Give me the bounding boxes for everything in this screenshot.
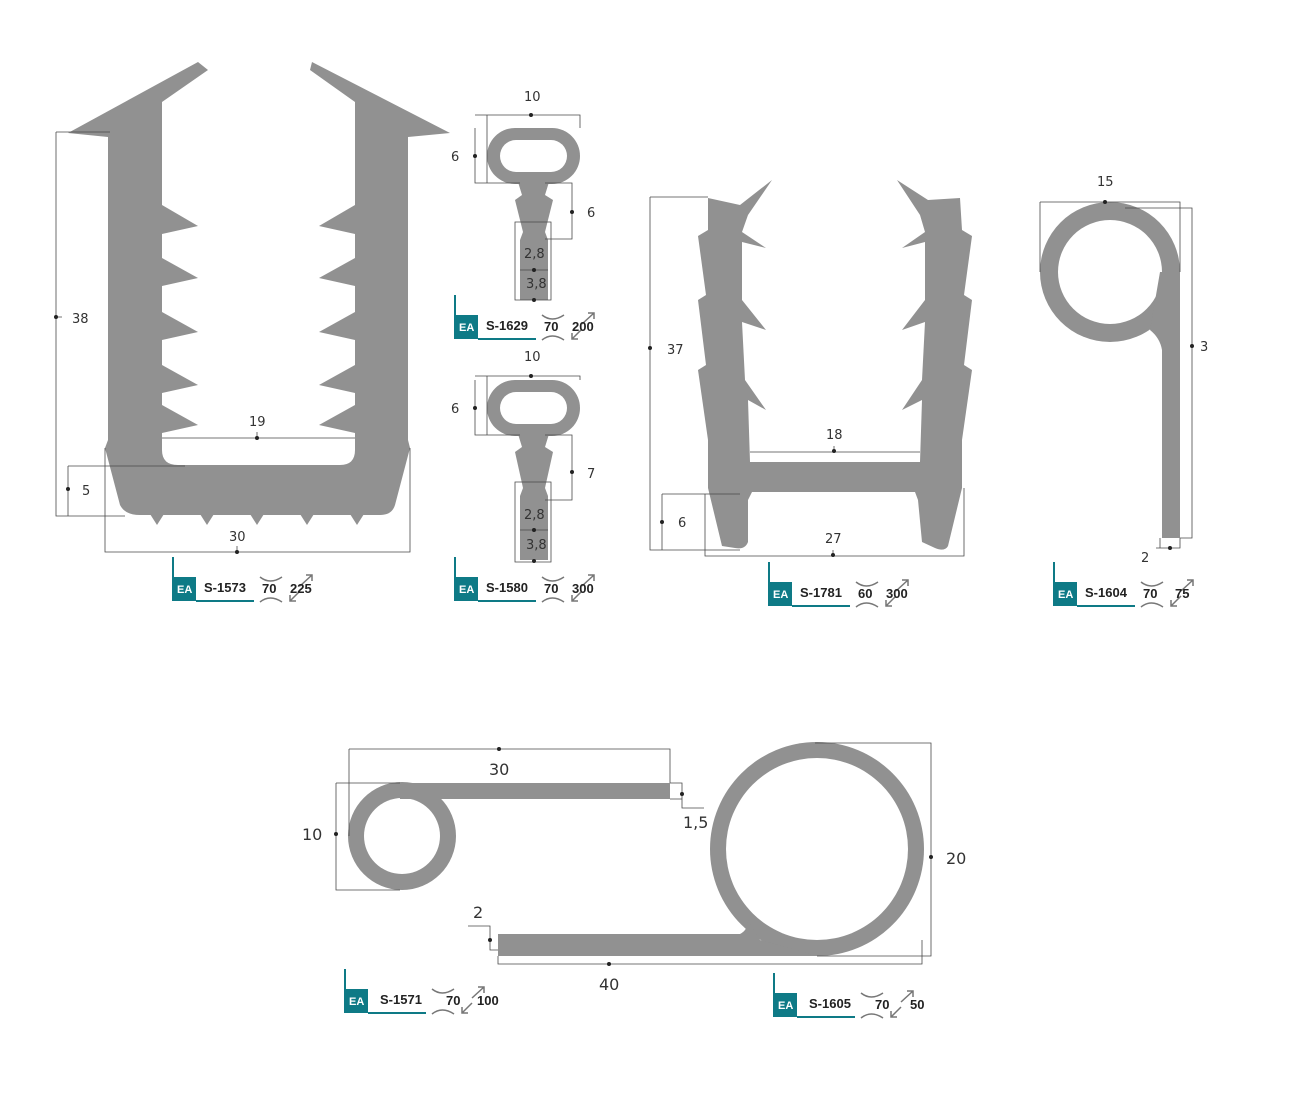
profile-label: EA S-1781 60 300 — [767, 561, 909, 608]
profile-label: EA S-1573 70 225 — [171, 556, 313, 603]
dimension-label: 10 — [524, 90, 541, 105]
dimension-label: 15 — [1097, 175, 1114, 190]
hardness: 70 — [262, 581, 276, 596]
dim-height: 38 — [72, 312, 89, 327]
dimension-label: 50 — [910, 997, 924, 1012]
dimension-label: 300 — [572, 581, 594, 596]
profile-label: EA S-1580 70 300 — [453, 556, 595, 603]
dimension-label: EA — [773, 589, 788, 601]
dimension-label: 70 — [875, 997, 889, 1012]
dimension-label: 2 — [1141, 551, 1149, 566]
profile-s-1605: 20 2 40 EA S-1605 70 50 — [468, 742, 966, 1019]
profile-label: EA S-1604 70 75 — [1052, 561, 1194, 608]
dimension-label: EA — [459, 322, 474, 334]
dimension-label: 27 — [825, 532, 842, 547]
length: 225 — [290, 581, 312, 596]
dimension-label: 70 — [446, 993, 460, 1008]
dimension-label: 6 — [587, 206, 595, 221]
dimension-label: EA — [177, 584, 192, 596]
dimension-label: 70 — [1143, 586, 1157, 601]
dimension-label: 6 — [451, 150, 459, 165]
dimension-label: 100 — [477, 993, 499, 1008]
dimension-label: 7 — [587, 467, 595, 482]
dimension-label: 3 — [1200, 340, 1208, 355]
profile-code: S-1571 — [380, 992, 422, 1007]
dim-inner-width: 19 — [249, 415, 266, 430]
dim-base: 5 — [82, 484, 90, 499]
profile-s-1604: 15 3 2 EA S-1604 70 75 — [1039, 175, 1208, 608]
profile-code: S-1604 — [1085, 585, 1128, 600]
dimension-label: 70 — [544, 581, 558, 596]
dimension-label: EA — [349, 996, 364, 1008]
dimension-label: 6 — [678, 516, 686, 531]
dimension-label: 37 — [667, 343, 684, 358]
dimension-label: 1,5 — [683, 813, 708, 832]
dimension-label: 2,8 — [524, 508, 545, 523]
dimension-label: 30 — [489, 760, 509, 779]
profile-s-1571: 30 10 1,5 EA S-1571 70 100 — [302, 747, 708, 1015]
dimension-label: 10 — [524, 350, 541, 365]
dimension-label: 70 — [544, 319, 558, 334]
dimension-label: 2,8 — [524, 247, 545, 262]
dimension-label: 10 — [302, 825, 322, 844]
dimension-label: 3,8 — [526, 538, 547, 553]
dimension-label: 300 — [886, 586, 908, 601]
profile-s-1573: 38 19 5 30 EA S-1573 70 225 — [54, 62, 450, 603]
profile-s-1580: 10 6 7 2,8 3,8 EA S-1580 70 300 — [451, 350, 595, 603]
profile-code: S-1580 — [486, 580, 528, 595]
dimension-label: 200 — [572, 319, 594, 334]
profile-code: S-1781 — [800, 585, 842, 600]
dimension-label: EA — [459, 584, 474, 596]
profile-label: EA S-1605 70 50 — [772, 972, 924, 1019]
profile-s-1781: 37 18 6 27 EA S-1781 60 300 — [648, 180, 972, 608]
profile-label: EA S-1629 70 200 — [453, 294, 595, 341]
dimension-label: EA — [778, 1000, 793, 1012]
dimension-label: 20 — [946, 849, 966, 868]
dimension-label: 3,8 — [526, 277, 547, 292]
profile-code: S-1605 — [809, 996, 851, 1011]
profile-s-1629: 10 6 6 2,8 3,8 EA S-1629 70 200 — [451, 90, 595, 341]
dimension-label: 2 — [473, 903, 483, 922]
dimension-label: EA — [1058, 589, 1073, 601]
profile-label: EA S-1571 70 100 — [343, 968, 499, 1015]
dimension-label: 18 — [826, 428, 843, 443]
dimension-label: 6 — [451, 402, 459, 417]
dimension-label: 40 — [599, 975, 619, 994]
dimension-label: 60 — [858, 586, 872, 601]
dimension-label: 75 — [1175, 586, 1189, 601]
dim-width: 30 — [229, 530, 246, 545]
profile-code: S-1573 — [204, 580, 246, 595]
profile-code: S-1629 — [486, 318, 528, 333]
